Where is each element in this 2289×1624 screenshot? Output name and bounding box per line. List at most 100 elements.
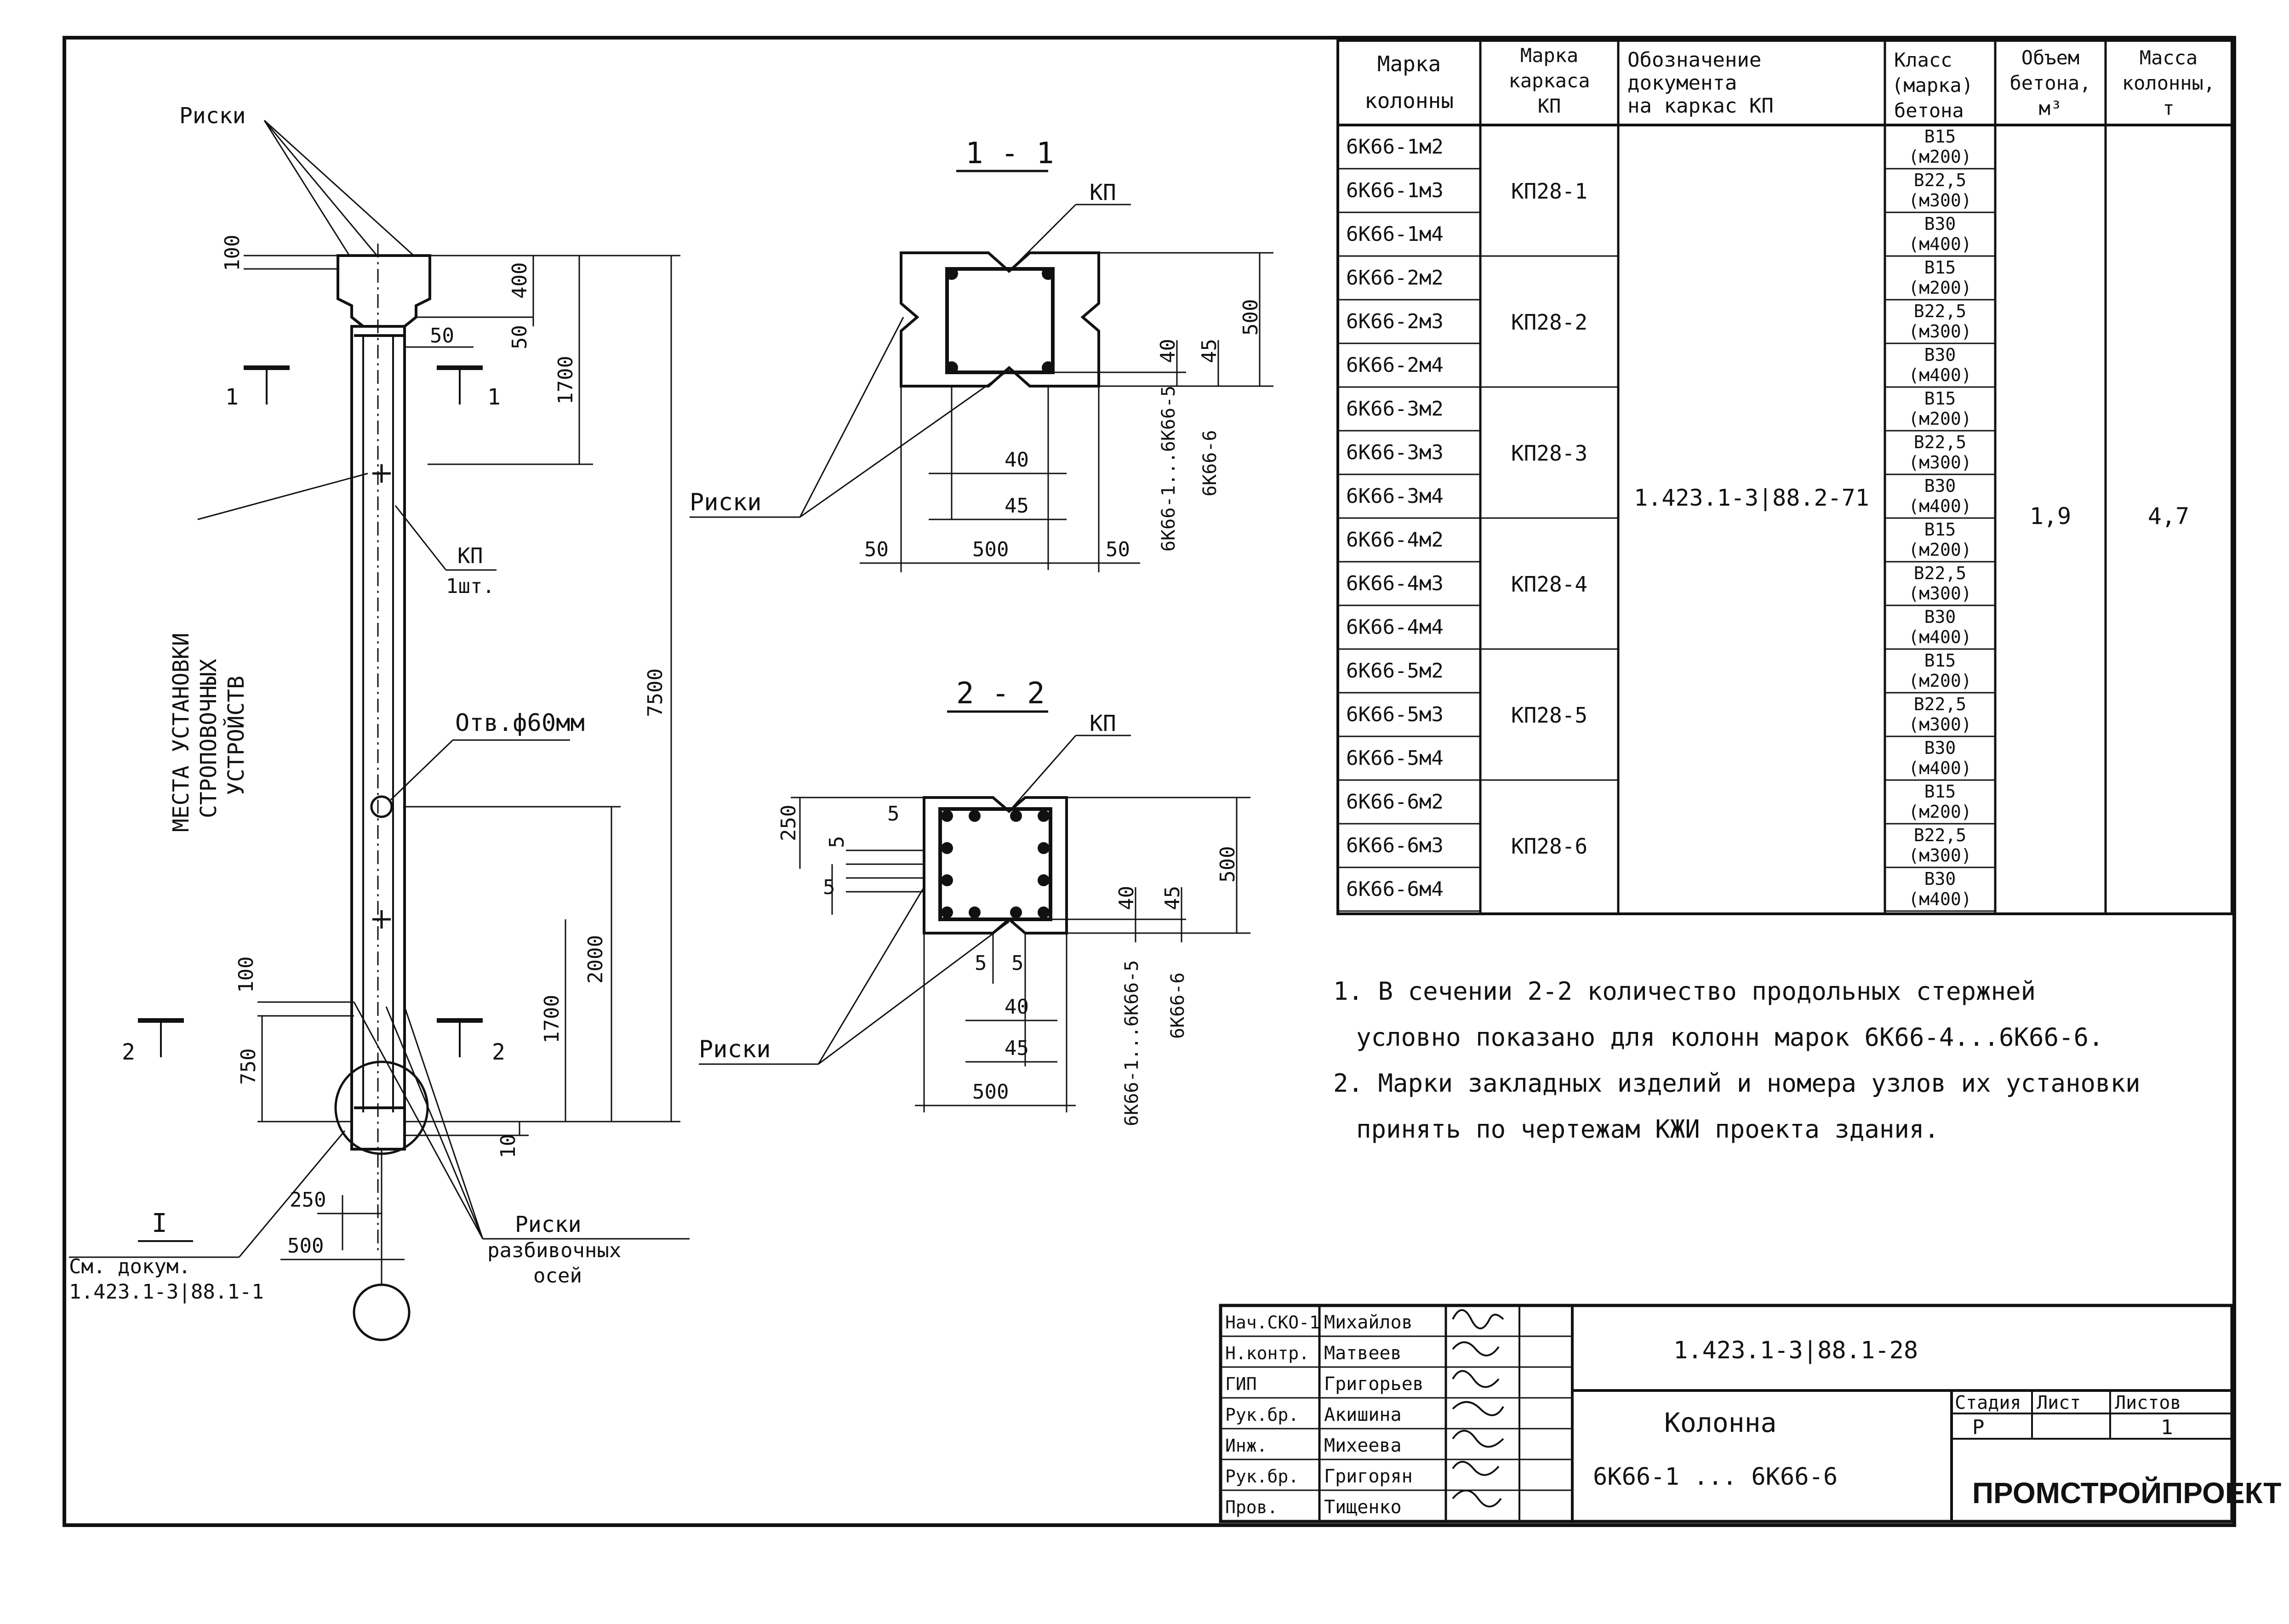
signature-7 (1452, 1489, 1502, 1508)
concrete-grade-cell: (м200) (1908, 802, 1971, 822)
section-2-dim-5-b: 5 (825, 836, 849, 849)
header-col6-l1: Масса (2140, 46, 2198, 69)
tb-subtitle: 6К66-1 ... 6К66-6 (1593, 1463, 1838, 1491)
signature-5 (1452, 1430, 1504, 1448)
concrete-grade-cell: (м200) (1908, 147, 1971, 167)
concrete-grade-cell: (м400) (1908, 889, 1971, 909)
concrete-grade-cell: (м400) (1908, 758, 1971, 778)
header-col3-l3: на каркас КП (1627, 94, 1774, 118)
section-1-outline (900, 251, 1100, 387)
tb-sheets: 1 (2161, 1416, 2173, 1439)
concrete-grade-cell: (м200) (1908, 409, 1971, 429)
section-2-dim-5-c: 5 (823, 876, 835, 899)
cage-mark-cell: КП28-4 (1511, 572, 1587, 597)
concrete-grade-cell: (м200) (1908, 540, 1971, 560)
column-mark-cell: 6К66-3м4 (1346, 484, 1444, 508)
header-col3-l2: документа (1627, 71, 1737, 95)
dim-50-b: 50 (508, 325, 531, 349)
section-1-title: 1 - 1 (965, 137, 1054, 171)
column-mark-cell: 6К66-1м2 (1346, 135, 1444, 159)
title-block: 1.423.1-3|88.1-28 Колонна 6К66-1 ... 6К6… (1219, 1304, 2281, 1523)
section-1-cage (945, 267, 1055, 374)
column-head (337, 254, 431, 328)
tb-sheets-label: Листов (2115, 1392, 2181, 1413)
section-1-kp-label: КП (1090, 180, 1116, 205)
column-mark-cell: 6К66-2м3 (1346, 310, 1444, 333)
header-col2-l2: каркаса (1508, 69, 1590, 92)
header-col1-l1: Марка (1377, 51, 1441, 76)
dim-1700-top: 1700 (554, 356, 577, 405)
signature-1 (1452, 1309, 1504, 1329)
column-mark-cell: 6К66-1м4 (1346, 222, 1444, 246)
header-col4-l2: (марка) (1892, 74, 1973, 97)
section-1-riski-label: Риски (690, 489, 762, 516)
note-line-3: 2. Марки закладных изделий и номера узло… (1333, 1069, 2141, 1098)
spec-table: Марка колонны Марка каркаса КП Обозначен… (1336, 39, 2233, 915)
header-col1-l2: колонны (1364, 88, 1454, 113)
mounting-label-3: УСТРОЙСТВ (223, 676, 249, 795)
node-I-label: I (152, 1208, 167, 1238)
concrete-class-cell: В15 (1924, 781, 1956, 802)
concrete-grade-cell: (м300) (1908, 845, 1971, 866)
concrete-class-cell: В30 (1924, 869, 1956, 889)
signer-role: Нач.СКО-1 (1225, 1312, 1320, 1333)
section-2-title: 2 - 2 (956, 677, 1045, 711)
section-2-dim-5-l: 5 (975, 952, 987, 975)
section-2-riski-label: Риски (699, 1036, 771, 1063)
concrete-class-cell: В22,5 (1914, 301, 1966, 321)
concrete-grade-cell: (м200) (1908, 278, 1971, 298)
signer-role: Пров. (1225, 1497, 1278, 1517)
cage-mark-cell: КП28-3 (1511, 441, 1587, 466)
concrete-grade-cell: (м400) (1908, 496, 1971, 516)
tb-doc-number: 1.423.1-3|88.1-28 (1673, 1337, 1918, 1364)
cage-mark-cell: КП28-5 (1511, 703, 1587, 728)
concrete-grade-cell: (м400) (1908, 627, 1971, 647)
column-mark-cell: 6К66-6м2 (1346, 790, 1444, 814)
signer-name: Михеева (1324, 1435, 1402, 1456)
signer-name: Григорьев (1324, 1373, 1424, 1395)
section-2-dim-500-v: 500 (1216, 846, 1239, 883)
signer-name: Григорян (1324, 1466, 1413, 1487)
spec-volume: 1,9 (2030, 503, 2071, 530)
cage-mark-cell: КП28-6 (1511, 834, 1587, 859)
header-col2-l3: КП (1538, 95, 1561, 117)
concrete-class-cell: В30 (1924, 214, 1956, 234)
section-1-marks-b: 6К66-6 (1199, 430, 1221, 497)
concrete-grade-cell: (м300) (1908, 190, 1971, 211)
column-mark-cell: 6К66-2м4 (1346, 353, 1444, 377)
signer-role: Н.контр. (1225, 1343, 1309, 1363)
column-mark-cell: 6К66-5м4 (1346, 746, 1444, 770)
notes: 1. В сечении 2-2 количество продольных с… (1333, 977, 2141, 1144)
dim-1700-bot: 1700 (540, 995, 564, 1043)
signature-6 (1452, 1461, 1500, 1476)
spec-document: 1.423.1-3|88.2-71 (1634, 484, 1869, 511)
kp-label: КП (457, 543, 483, 568)
dim-400: 400 (508, 262, 531, 299)
axes-riski-label-3: осей (533, 1264, 582, 1288)
tb-stage-label: Стадия (1955, 1392, 2021, 1413)
header-col5-l1: Объем (2021, 46, 2079, 69)
concrete-class-cell: В15 (1924, 388, 1956, 409)
signature-4 (1452, 1401, 1504, 1416)
concrete-class-cell: В22,5 (1914, 825, 1966, 845)
concrete-grade-cell: (м300) (1908, 321, 1971, 342)
section-2-dim-45: 45 (1161, 886, 1184, 910)
concrete-grade-cell: (м300) (1908, 714, 1971, 735)
column-mark-cell: 6К66-6м4 (1346, 878, 1444, 901)
signer-name: Акишина (1324, 1404, 1402, 1425)
signer-name: Михайлов (1324, 1312, 1413, 1333)
note-line-1: 1. В сечении 2-2 количество продольных с… (1333, 977, 2036, 1006)
header-col6-l3: т (2163, 97, 2174, 120)
section-2-2: 2 - 2 КП Риски 250 5 5 5 500 (699, 677, 1250, 1126)
spec-mass: 4,7 (2148, 503, 2189, 530)
header-col2-l1: Марка (1520, 44, 1578, 67)
header-col4-l3: бетона (1894, 99, 1964, 122)
signer-role: ГИП (1225, 1374, 1257, 1394)
section-2-dim-500: 500 (972, 1080, 1009, 1104)
signature-3 (1452, 1370, 1500, 1388)
section-mark-1-right: 1 (487, 384, 501, 410)
concrete-class-cell: В22,5 (1914, 170, 1966, 190)
column-mark-cell: 6К66-5м3 (1346, 703, 1444, 726)
concrete-grade-cell: (м300) (1908, 583, 1971, 604)
